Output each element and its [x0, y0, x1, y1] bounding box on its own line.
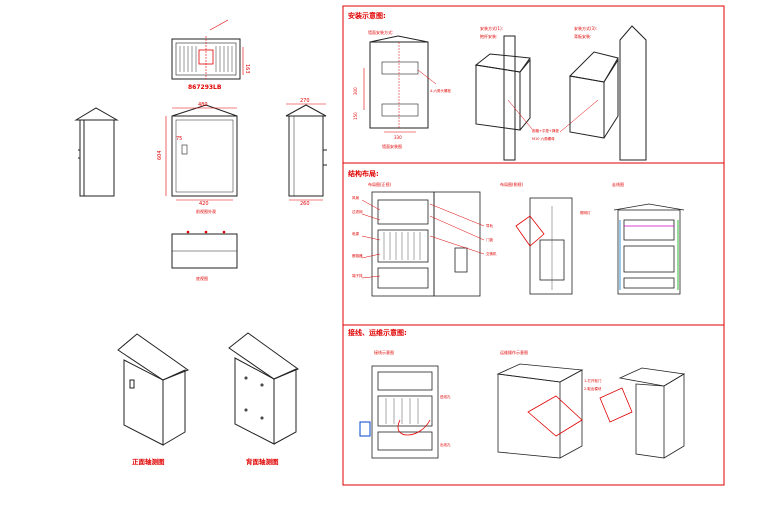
label-switch: 交换机 — [486, 251, 497, 256]
wiring-drawing — [371, 365, 439, 459]
section-frame — [342, 5, 725, 486]
label-rail: 导轨 — [486, 223, 494, 228]
install-caption-wall: 墙面安装图 — [382, 143, 402, 149]
label-filter: 过滤网 — [352, 209, 363, 214]
layout-sub1: 布局图(正视) — [368, 181, 392, 187]
layout-sub3: 走线图 — [612, 181, 624, 187]
install-note-bolt: 4-六角头螺栓 — [430, 88, 451, 93]
install-method3b: 背板安装: — [574, 33, 591, 39]
install-method1: 安装方式(1): — [480, 25, 503, 31]
install-method1b: 抱杆安装: — [480, 33, 497, 39]
iso-back — [228, 332, 300, 445]
front-view: 480 604 420 75 前视图外观 — [157, 102, 238, 214]
wall-label: 墙面安装方式: — [368, 29, 393, 35]
top-view: 163 867293LB — [171, 19, 250, 91]
install-note-hoop: 抱箍+平垫+弹垫 — [532, 128, 559, 133]
side-dim-bottom: 260 — [300, 201, 310, 207]
wall-mount-drawing: 300 150 330 4-六角头螺栓 墙面安装图 — [353, 35, 451, 149]
label-fan: 风扇 — [352, 195, 360, 200]
iso-front — [117, 333, 190, 446]
install-method3: 安装方式(3): — [574, 25, 597, 31]
label-breaker: 断路器 — [352, 253, 363, 258]
label-step1: 1.打开柜门 — [584, 378, 602, 383]
top-dim-w: 867293LB — [188, 84, 222, 91]
label-lock: 门锁 — [486, 237, 494, 242]
label-step2: 2.取出模块 — [584, 386, 602, 391]
front-dim-h: 604 — [157, 150, 163, 160]
install-note-nut: M10 六角螺母 — [532, 136, 555, 141]
install-dim-150: 150 — [353, 112, 358, 120]
wiring-sub2: 运维操作示意图 — [500, 349, 528, 355]
label-out: 出线孔 — [440, 442, 451, 447]
label-in: 进线孔 — [440, 394, 451, 399]
label-power: 电源 — [352, 231, 360, 236]
maintenance-drawing-2 — [599, 367, 686, 459]
layout-title: 结构布局: — [347, 169, 379, 178]
left-side-view — [74, 107, 119, 197]
install-dim-330: 330 — [394, 135, 402, 140]
label-terminal: 端子排 — [352, 273, 363, 278]
install-title: 安装示意图: — [348, 11, 386, 20]
front-dim-side: 75 — [176, 136, 182, 142]
install-dim-300: 300 — [353, 87, 358, 95]
front-dim-top: 480 — [198, 102, 208, 108]
side-dim-top: 270 — [300, 98, 310, 104]
front-dim-bottom: 420 — [199, 201, 209, 207]
top-dim-h: 163 — [244, 64, 250, 74]
side-view: 270 260 — [285, 98, 327, 207]
iso-front-caption: 正面轴测图 — [132, 457, 165, 466]
back-mount-drawing — [568, 25, 647, 161]
layout-sub2: 布局图(侧视) — [500, 181, 524, 187]
front-caption: 前视图外观 — [196, 208, 216, 214]
layout-front-drawing — [371, 191, 481, 297]
iso-back-caption: 背面轴测图 — [246, 457, 279, 466]
bottom-caption: 底视图 — [196, 275, 208, 281]
layout-side-drawing — [515, 197, 573, 295]
maintenance-drawing-1 — [496, 363, 584, 459]
pole-mount-drawing — [474, 35, 531, 161]
label-light: 照明灯 — [580, 210, 591, 215]
wiring-sub1: 接线示意图 — [374, 349, 394, 355]
wiring-title: 接线、运维示意图: — [348, 328, 407, 337]
layout-wiring-drawing — [613, 203, 685, 295]
bottom-view: 底视图 — [171, 230, 238, 281]
